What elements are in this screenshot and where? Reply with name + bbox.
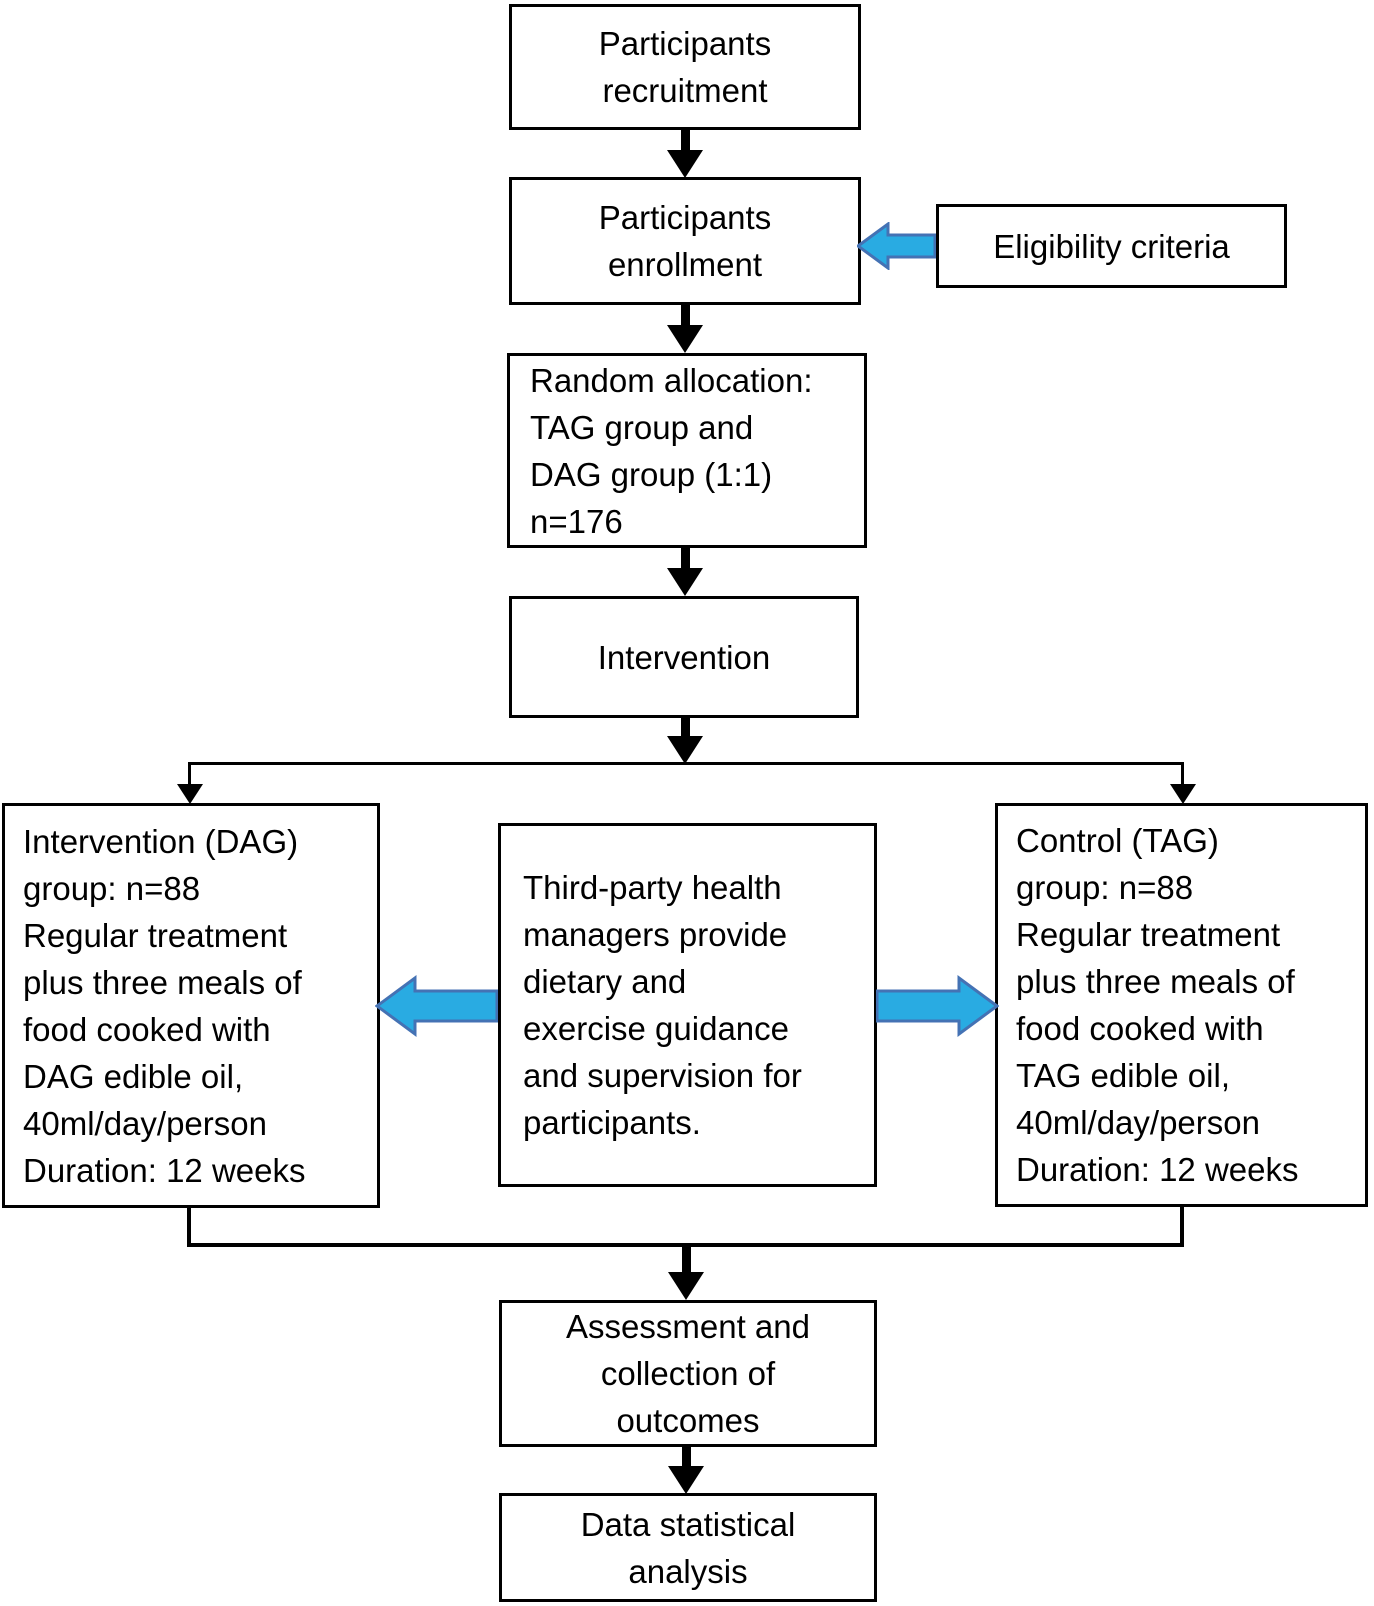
node-tag-control-group: Control (TAG) group: n=88 Regular treatm…	[995, 803, 1368, 1207]
node-label: Control (TAG) group: n=88 Regular treatm…	[1016, 822, 1299, 1188]
node-label: Participants enrollment	[598, 199, 772, 283]
arrow-head	[668, 1466, 704, 1494]
blue-arrow-left-icon	[375, 975, 498, 1037]
split-drop-left	[188, 762, 191, 785]
arrow-head	[667, 568, 703, 596]
split-drop-right	[1181, 762, 1184, 785]
node-label: Participants recruitment	[598, 25, 772, 109]
node-label: Intervention (DAG) group: n=88 Regular t…	[23, 822, 306, 1189]
arrow-head	[177, 784, 203, 804]
merge-line-left	[187, 1206, 191, 1247]
arrow-shaft	[681, 1247, 691, 1272]
arrow-head	[668, 1272, 704, 1300]
node-intervention: Intervention	[509, 596, 859, 718]
blue-arrow-left-icon	[857, 222, 936, 270]
down-arrow-icon	[668, 1446, 704, 1494]
arrow-shaft	[681, 1446, 691, 1466]
node-assessment-outcomes: Assessment and collection of outcomes	[499, 1300, 877, 1447]
arrow-head	[667, 150, 703, 178]
node-label: Intervention	[597, 638, 771, 676]
node-label: Third-party health managers provide diet…	[523, 869, 802, 1141]
node-label: Assessment and collection of outcomes	[566, 1308, 810, 1439]
down-arrow-icon	[668, 1247, 704, 1300]
node-participants-recruitment: Participants recruitment	[509, 4, 861, 130]
down-arrow-icon	[667, 717, 703, 764]
down-arrow-icon	[667, 547, 703, 596]
arrow-head	[667, 736, 703, 764]
node-label: Eligibility criteria	[993, 227, 1230, 265]
merge-connector-line	[187, 1243, 1184, 1247]
arrow-shaft	[680, 547, 690, 568]
node-random-allocation: Random allocation: TAG group and DAG gro…	[507, 353, 867, 548]
node-participants-enrollment: Participants enrollment	[509, 177, 861, 305]
down-arrow-icon	[667, 304, 703, 353]
node-health-managers: Third-party health managers provide diet…	[498, 823, 877, 1187]
arrow-shaft	[680, 304, 690, 325]
arrow-head	[1170, 784, 1196, 804]
blue-arrow-right-icon	[876, 975, 999, 1037]
node-label: Data statistical analysis	[580, 1505, 796, 1590]
down-arrow-icon	[667, 129, 703, 178]
arrow-shaft	[680, 717, 690, 736]
node-data-statistical-analysis: Data statistical analysis	[499, 1493, 877, 1602]
node-label: Random allocation: TAG group and DAG gro…	[530, 361, 813, 540]
arrow-head	[667, 325, 703, 353]
node-dag-intervention-group: Intervention (DAG) group: n=88 Regular t…	[2, 803, 380, 1208]
arrow-shaft	[680, 129, 690, 150]
split-connector-line	[188, 762, 1184, 765]
node-eligibility-criteria: Eligibility criteria	[936, 204, 1287, 288]
merge-line-right	[1180, 1205, 1184, 1247]
